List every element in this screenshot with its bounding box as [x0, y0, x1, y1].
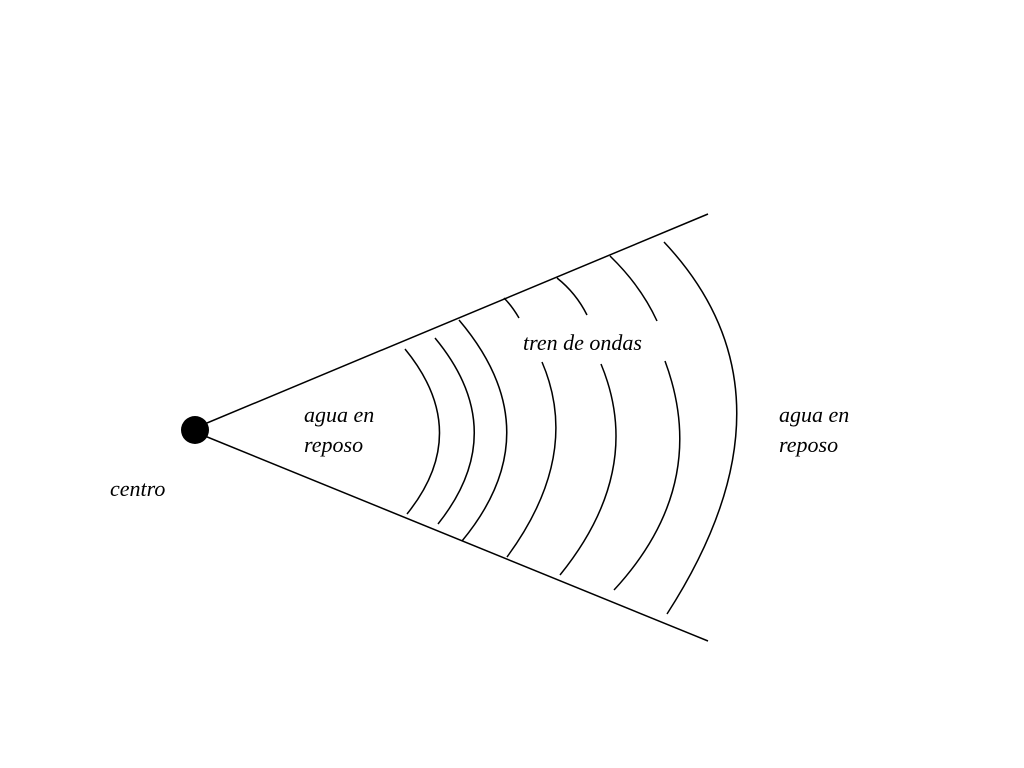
wave-front-1 [404, 348, 441, 515]
wave-source-dot [181, 416, 209, 444]
wave-front-5b [559, 363, 617, 576]
sector-upper-edge [194, 213, 709, 429]
wave-train-label-text: tren de ondas [523, 330, 642, 355]
rest-water-inner-line1: agua en [304, 402, 375, 427]
rest-water-inner-line2: reposo [304, 432, 364, 457]
sector-lower-edge [194, 431, 709, 642]
wave-front-6b [613, 360, 681, 591]
wave-front-5 [556, 277, 588, 316]
rest-water-outer-line2: reposo [779, 432, 839, 457]
wave-front-3 [458, 319, 508, 542]
wave-front-2 [434, 337, 475, 525]
wave-front-6 [609, 255, 658, 322]
wave-front-4b [506, 361, 557, 558]
wave-front-7 [663, 241, 738, 615]
rest-water-inner-label: agua en reposo [304, 400, 374, 460]
rest-water-outer-line1: agua en [779, 402, 850, 427]
wave-train-label: tren de ondas [523, 328, 642, 358]
center-label-text: centro [110, 476, 166, 501]
center-label: centro [110, 474, 165, 504]
wave-front-4 [503, 297, 520, 319]
rest-water-outer-label: agua en reposo [779, 400, 849, 460]
